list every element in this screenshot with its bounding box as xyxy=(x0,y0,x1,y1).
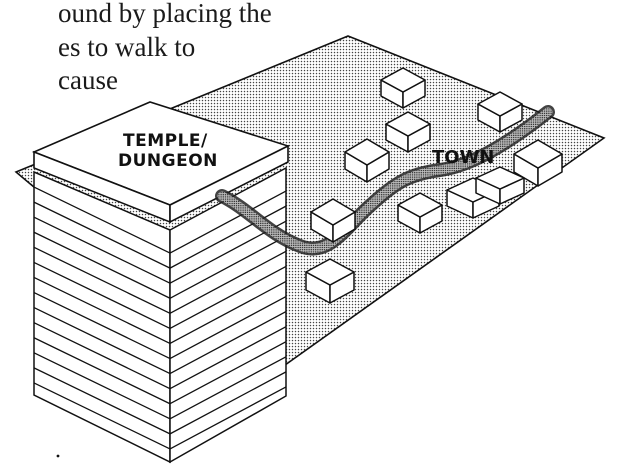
tower-layer-line-front xyxy=(33,261,171,329)
tower-layer-line-side xyxy=(169,295,287,360)
tower-layer-line-front xyxy=(33,216,171,284)
tower-layer-line-side xyxy=(169,250,287,314)
town-building xyxy=(475,166,525,205)
temple-label-line-2: DUNGEON xyxy=(118,151,218,171)
paragraph-line-2: es to walk to xyxy=(58,32,195,62)
paragraph-text: ound by placing the es to walk to cause xyxy=(58,0,272,95)
town-buildings xyxy=(305,67,563,304)
town-label: TOWN xyxy=(432,147,495,168)
tower-layer-line-front xyxy=(33,201,171,269)
tower-layer-line-side xyxy=(169,235,287,299)
paragraph-line-3: cause xyxy=(58,65,118,95)
tower-layer-line-side xyxy=(169,190,287,254)
tower-layer-line-front xyxy=(33,337,171,405)
tower-layer-line-front xyxy=(33,276,171,345)
paragraph-line-1: ound by placing the xyxy=(58,0,272,28)
temple-roof xyxy=(31,101,291,224)
tower-layer-line-side xyxy=(169,265,287,329)
tower-layer-line-front xyxy=(33,367,171,435)
town-building xyxy=(513,139,563,187)
tower-layer-line-side xyxy=(169,356,287,420)
tower-layer-line-front xyxy=(33,291,171,360)
town-building xyxy=(310,198,356,243)
town-building xyxy=(380,67,426,109)
tower-layer-line-front xyxy=(33,322,171,390)
temple-label-line-1: TEMPLE/ xyxy=(123,131,208,151)
tower-layer-line-side xyxy=(169,386,287,450)
tower-layer-line-front xyxy=(33,382,171,450)
tower-layer-line-side xyxy=(169,311,287,375)
tower-layer-line-front xyxy=(33,231,171,299)
tower-layer-line-side xyxy=(169,280,287,345)
tower-layer-line-side xyxy=(169,371,287,435)
town-building xyxy=(397,192,443,234)
stray-mark xyxy=(56,454,60,458)
tower-layer-line-side xyxy=(169,205,287,269)
town-building xyxy=(305,258,355,304)
tower-layer-line-front xyxy=(33,186,171,254)
tower-layer-line-front xyxy=(33,307,171,375)
tower-layer-line-side xyxy=(169,326,287,390)
tower-layer-line-side xyxy=(169,341,287,405)
town-building xyxy=(385,111,431,153)
temple-tower xyxy=(33,166,287,464)
town-building xyxy=(477,91,523,133)
tower-layer-line-front xyxy=(33,352,171,420)
town-building xyxy=(344,138,390,183)
tower-layer-line-front xyxy=(33,246,171,314)
